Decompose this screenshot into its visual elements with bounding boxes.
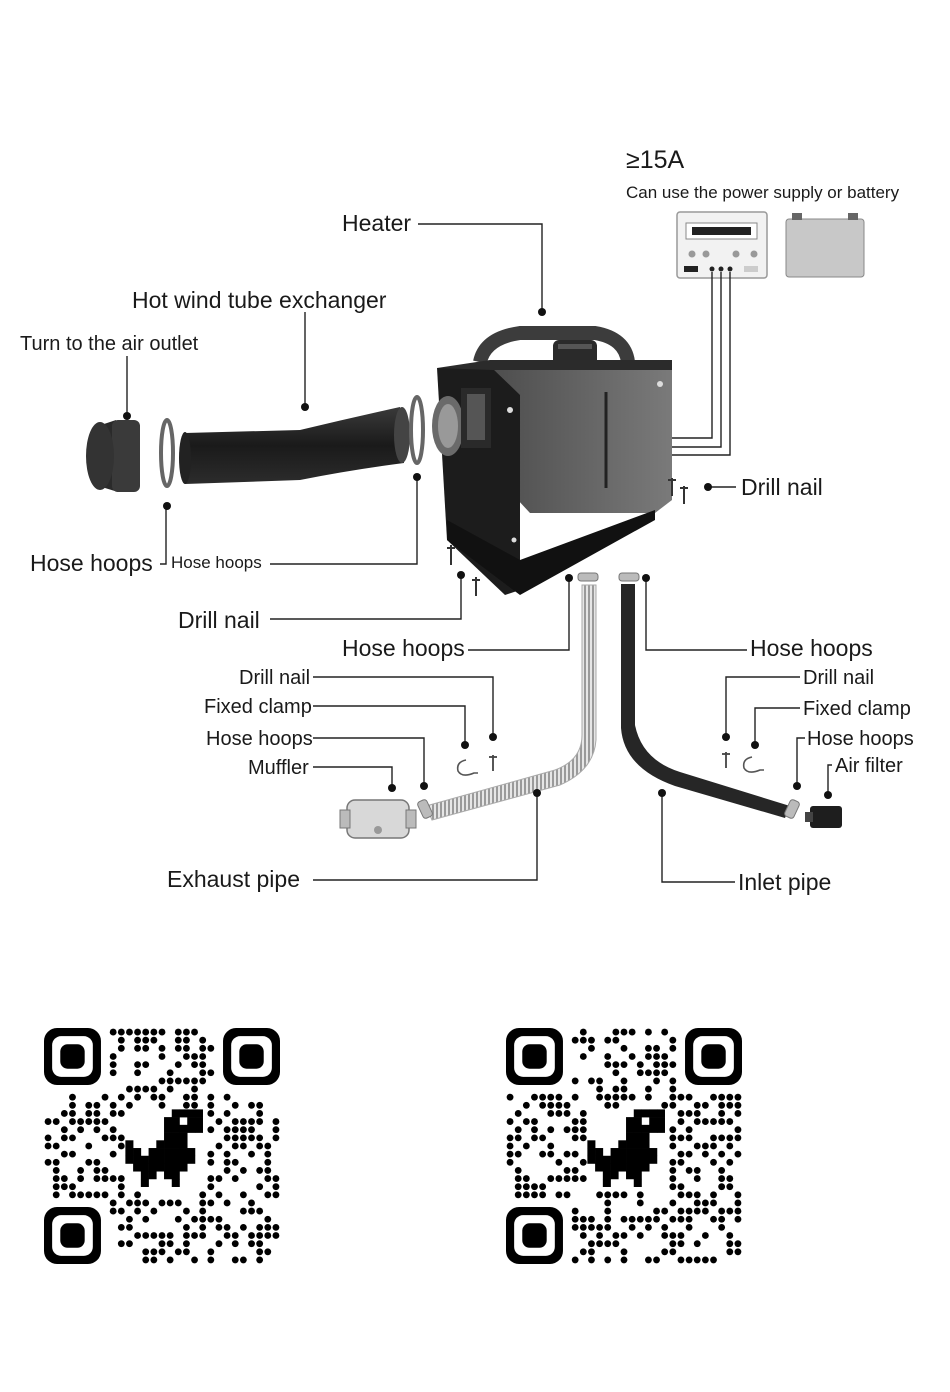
label-hose-hoops-exhaust: Hose hoops xyxy=(206,728,313,750)
label-drill-nail-exhaust: Drill nail xyxy=(239,667,310,689)
power-rating: ≥15A xyxy=(626,146,685,174)
qr-code-dino-icon xyxy=(44,1028,280,1264)
air-filter-icon xyxy=(805,806,842,828)
muffler-icon xyxy=(340,800,416,838)
label-drill-nail-right: Drill nail xyxy=(741,474,823,500)
hose-hoop-ring-icon xyxy=(161,420,173,486)
hose-hoop-small-icon xyxy=(417,799,434,820)
power-supply-icon xyxy=(677,212,767,278)
fixed-clamp-icon xyxy=(458,757,764,775)
label-air-outlet: Turn to the air outlet xyxy=(20,333,199,355)
hose-hoop-small-icon xyxy=(784,799,801,820)
label-drill-nail-bottom: Drill nail xyxy=(178,607,260,633)
label-inlet-pipe: Inlet pipe xyxy=(738,869,831,895)
label-fixed-clamp-inlet: Fixed clamp xyxy=(803,698,911,720)
drill-nail-icon xyxy=(489,752,730,771)
label-air-filter: Air filter xyxy=(835,755,903,777)
label-muffler: Muffler xyxy=(248,757,309,779)
hose-hoop-ring-icon xyxy=(411,397,423,463)
label-hose-hoops-left-big: Hose hoops xyxy=(30,550,153,576)
label-heater: Heater xyxy=(342,210,411,236)
exhaust-pipe-icon xyxy=(426,573,598,820)
label-exhaust-pipe: Exhaust pipe xyxy=(167,866,300,892)
label-hose-hoops-left-small: Hose hoops xyxy=(171,553,262,572)
power-note: Can use the power supply or battery xyxy=(626,183,900,202)
hot-wind-tube-icon xyxy=(179,407,410,484)
label-hot-wind-tube: Hot wind tube exchanger xyxy=(132,287,387,313)
label-fixed-clamp-exhaust: Fixed clamp xyxy=(204,696,312,718)
label-hose-hoops-center-right: Hose hoops xyxy=(750,635,873,661)
qr-code-dino-icon xyxy=(506,1028,742,1264)
heater-unit-icon xyxy=(432,333,672,595)
label-hose-hoops-center-left: Hose hoops xyxy=(342,635,465,661)
battery-icon xyxy=(786,213,864,277)
air-outlet-icon xyxy=(86,420,140,492)
inlet-pipe-icon xyxy=(619,573,790,818)
label-hose-hoops-inlet: Hose hoops xyxy=(807,728,914,750)
label-drill-nail-inlet: Drill nail xyxy=(803,667,874,689)
